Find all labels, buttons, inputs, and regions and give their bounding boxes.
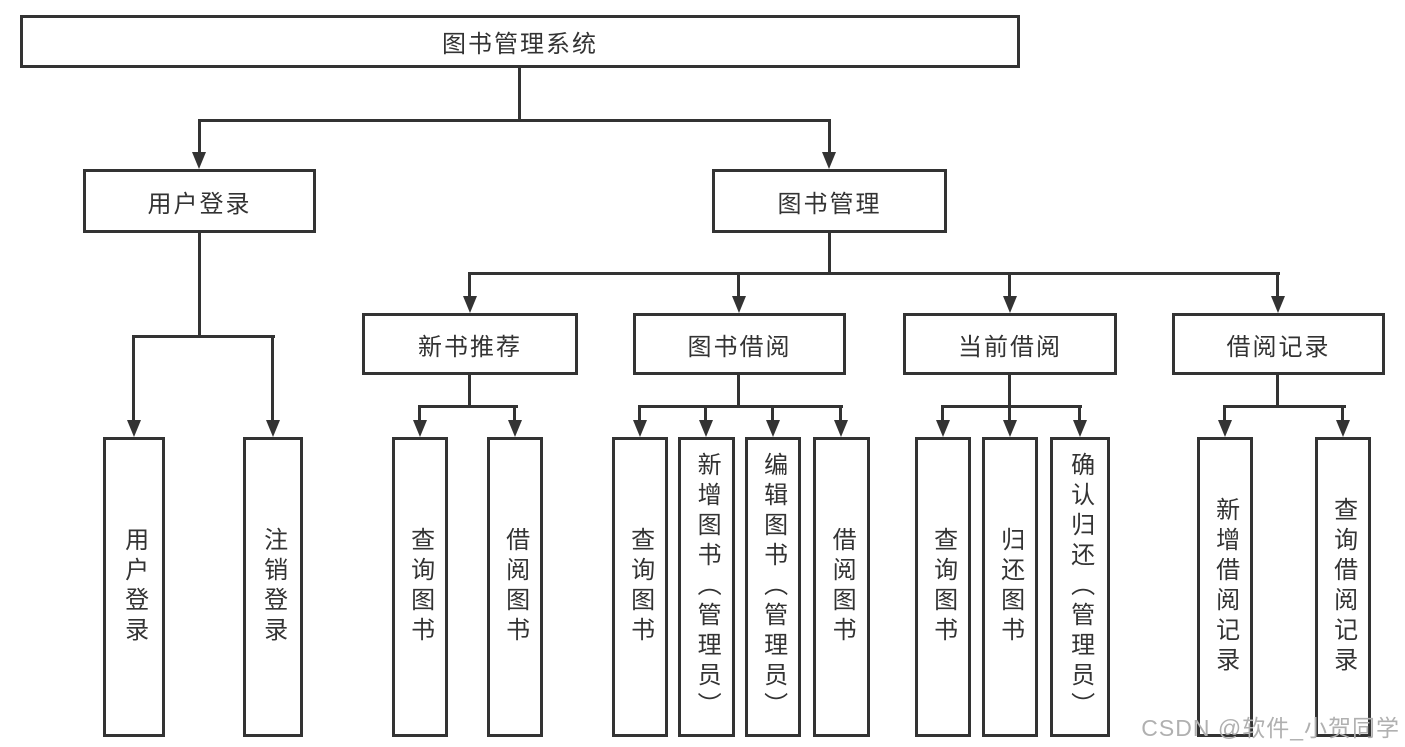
arrowhead-down-icon (834, 420, 848, 437)
node-book-borrowing: 图书借阅 (633, 313, 846, 375)
node-book-management: 图书管理 (712, 169, 947, 233)
connector-line (1008, 405, 1011, 422)
arrowhead-down-icon (699, 420, 713, 437)
leaf-confirm-return-admin: 确认归还（管理员） (1050, 437, 1110, 737)
leaf-logout: 注销登录 (243, 437, 303, 737)
leaf-edit-books-admin: 编辑图书（管理员） (745, 437, 801, 737)
arrowhead-down-icon (413, 420, 427, 437)
leaf-query-books-borrowing: 查询图书 (612, 437, 668, 737)
connector-line (1341, 405, 1344, 422)
arrowhead-down-icon (1218, 420, 1232, 437)
connector-line (418, 405, 421, 422)
node-book-management-label: 图书管理 (777, 190, 882, 218)
leaf-add-borrow-record: 新增借阅记录 (1197, 437, 1253, 737)
node-new-book-recommend: 新书推荐 (362, 313, 578, 375)
leaf-borrow-books-label: 借阅图书 (828, 527, 856, 647)
connector-line (737, 272, 740, 298)
leaf-query-books-recommend-label: 查询图书 (406, 527, 434, 647)
connector-line (704, 405, 707, 422)
node-current-borrowing-label: 当前借阅 (958, 333, 1062, 361)
leaf-query-borrow-record: 查询借阅记录 (1315, 437, 1371, 737)
leaf-borrow-books: 借阅图书 (813, 437, 870, 737)
arrowhead-down-icon (463, 296, 477, 313)
node-user-login: 用户登录 (83, 169, 316, 233)
connector-line (1223, 405, 1226, 422)
connector-line (1223, 405, 1346, 408)
node-borrowing-records: 借阅记录 (1172, 313, 1385, 375)
connector-line (1078, 405, 1081, 422)
leaf-confirm-return-admin-label: 确认归还（管理员） (1066, 452, 1094, 722)
arrowhead-down-icon (1336, 420, 1350, 437)
leaf-query-books-borrowing-label: 查询图书 (626, 527, 654, 647)
connector-line (828, 233, 831, 275)
node-user-login-label: 用户登录 (147, 190, 252, 218)
leaf-edit-books-admin-label: 编辑图书（管理员） (759, 452, 787, 722)
connector-line (513, 405, 516, 422)
connector-line (1008, 375, 1011, 408)
leaf-query-books-recommend: 查询图书 (392, 437, 448, 737)
arrowhead-down-icon (1003, 296, 1017, 313)
arrowhead-down-icon (633, 420, 647, 437)
connector-line (468, 272, 471, 298)
node-borrowing-records-label: 借阅记录 (1226, 333, 1331, 361)
connector-line (468, 272, 1280, 275)
node-current-borrowing: 当前借阅 (903, 313, 1117, 375)
connector-line (198, 119, 201, 153)
node-book-borrowing-label: 图书借阅 (687, 333, 792, 361)
leaf-user-login-label: 用户登录 (120, 527, 148, 647)
arrowhead-down-icon (266, 420, 280, 437)
leaf-borrow-books-recommend: 借阅图书 (487, 437, 543, 737)
arrowhead-down-icon (192, 152, 206, 169)
node-root: 图书管理系统 (20, 15, 1020, 68)
connector-line (271, 335, 274, 421)
arrowhead-down-icon (1073, 420, 1087, 437)
connector-line (941, 405, 944, 422)
node-new-book-recommend-label: 新书推荐 (418, 333, 522, 361)
node-root-label: 图书管理系统 (442, 31, 598, 58)
arrowhead-down-icon (766, 420, 780, 437)
connector-line (737, 375, 740, 408)
leaf-add-books-admin: 新增图书（管理员） (678, 437, 735, 737)
connector-line (198, 119, 831, 122)
connector-line (518, 68, 521, 121)
leaf-query-borrow-record-label: 查询借阅记录 (1329, 497, 1357, 677)
arrowhead-down-icon (936, 420, 950, 437)
leaf-query-books-current-label: 查询图书 (929, 527, 957, 647)
connector-line (1276, 375, 1279, 408)
connector-line (1008, 272, 1011, 298)
connector-line (418, 405, 518, 408)
arrowhead-down-icon (127, 420, 141, 437)
connector-line (468, 375, 471, 408)
leaf-borrow-books-recommend-label: 借阅图书 (501, 527, 529, 647)
leaf-return-books-label: 归还图书 (996, 527, 1024, 647)
arrowhead-down-icon (1003, 420, 1017, 437)
leaf-add-borrow-record-label: 新增借阅记录 (1211, 497, 1239, 677)
connector-line (941, 405, 1082, 408)
connector-line (638, 405, 843, 408)
connector-line (198, 233, 201, 336)
connector-line (771, 405, 774, 422)
leaf-logout-label: 注销登录 (259, 527, 287, 647)
leaf-add-books-admin-label: 新增图书（管理员） (693, 452, 721, 722)
connector-line (132, 335, 135, 421)
connector-line (839, 405, 842, 422)
leaf-return-books: 归还图书 (982, 437, 1038, 737)
connector-line (828, 119, 831, 153)
arrowhead-down-icon (508, 420, 522, 437)
connector-line (638, 405, 641, 422)
arrowhead-down-icon (822, 152, 836, 169)
connector-line (1276, 272, 1279, 298)
arrowhead-down-icon (1271, 296, 1285, 313)
arrowhead-down-icon (732, 296, 746, 313)
connector-line (132, 335, 275, 338)
leaf-query-books-current: 查询图书 (915, 437, 971, 737)
csdn-watermark: CSDN @软件_小贺同学 (1141, 715, 1400, 741)
leaf-user-login: 用户登录 (103, 437, 165, 737)
